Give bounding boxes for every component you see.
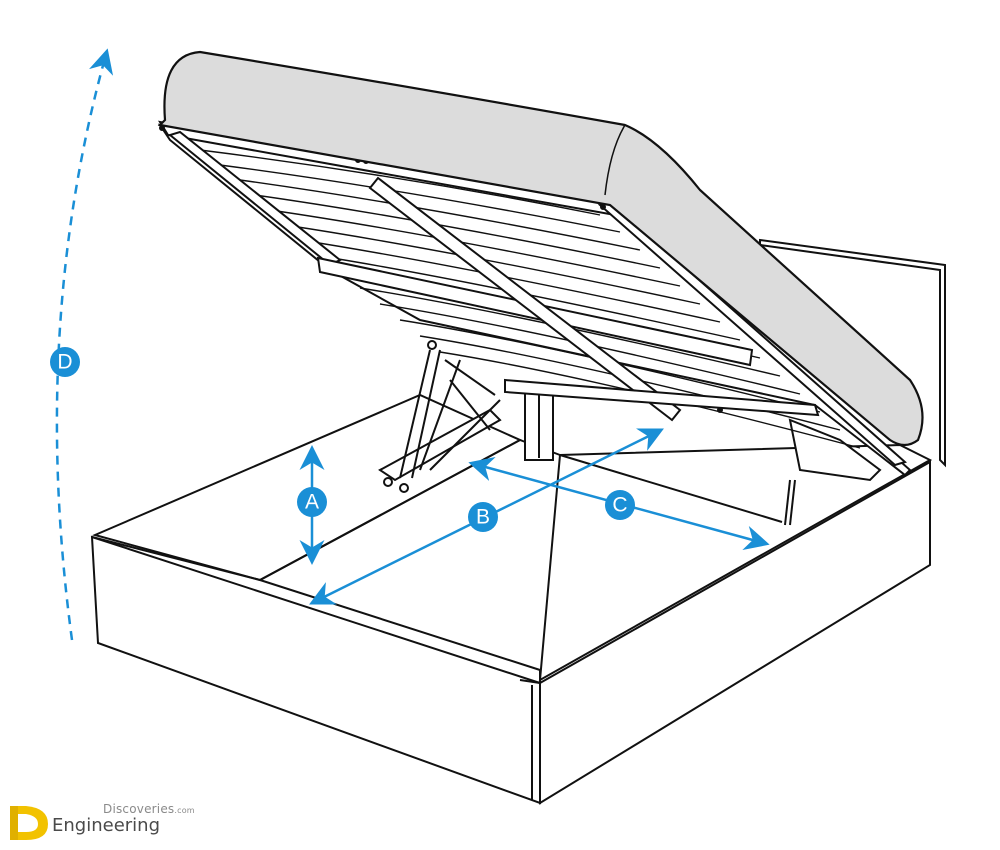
dimension-c: C (468, 456, 770, 551)
dimension-c-badge (605, 490, 635, 520)
dimension-a-label: A (305, 491, 319, 514)
dimension-d: D (50, 48, 114, 641)
dimension-d-label: D (57, 351, 72, 374)
watermark-logo: Discoveries.com Engineering (8, 802, 228, 842)
slatted-platform (157, 120, 912, 477)
dimension-b-label: B (476, 506, 490, 529)
dimension-d-arc (55, 48, 114, 641)
mattress (157, 50, 924, 447)
logo-site-bottom: Engineering (52, 815, 160, 836)
dimension-c-label: C (612, 494, 627, 517)
logo-icon (10, 806, 48, 840)
logo-site-top: Discoveries.com (103, 802, 195, 816)
dimension-d-badge (50, 347, 80, 377)
